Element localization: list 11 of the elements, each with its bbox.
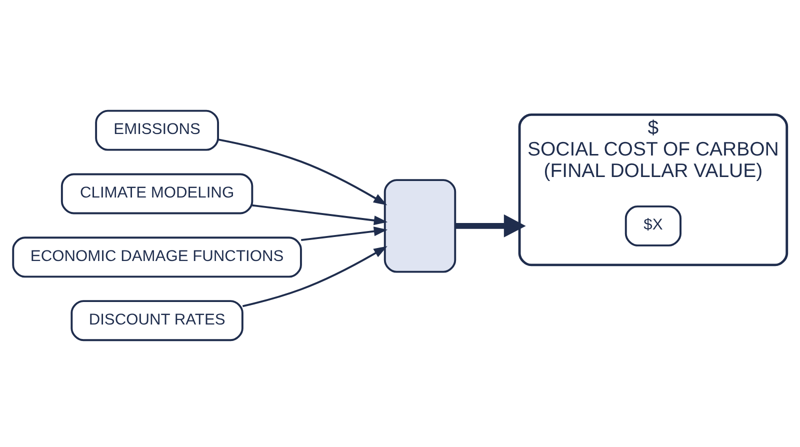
arrow	[252, 204, 388, 226]
node-box	[384, 179, 456, 273]
node-box: CLIMATE MODELING	[60, 173, 254, 214]
arrow	[301, 226, 388, 242]
arrow	[242, 246, 388, 308]
node-box: EMISSIONS	[95, 110, 219, 151]
node-box: ECONOMIC DAMAGE FUNCTIONS	[12, 236, 302, 278]
node-box: $X	[624, 205, 682, 246]
node-box: DISCOUNT RATES	[70, 300, 244, 342]
arrow	[218, 138, 388, 206]
arrow	[455, 214, 526, 238]
